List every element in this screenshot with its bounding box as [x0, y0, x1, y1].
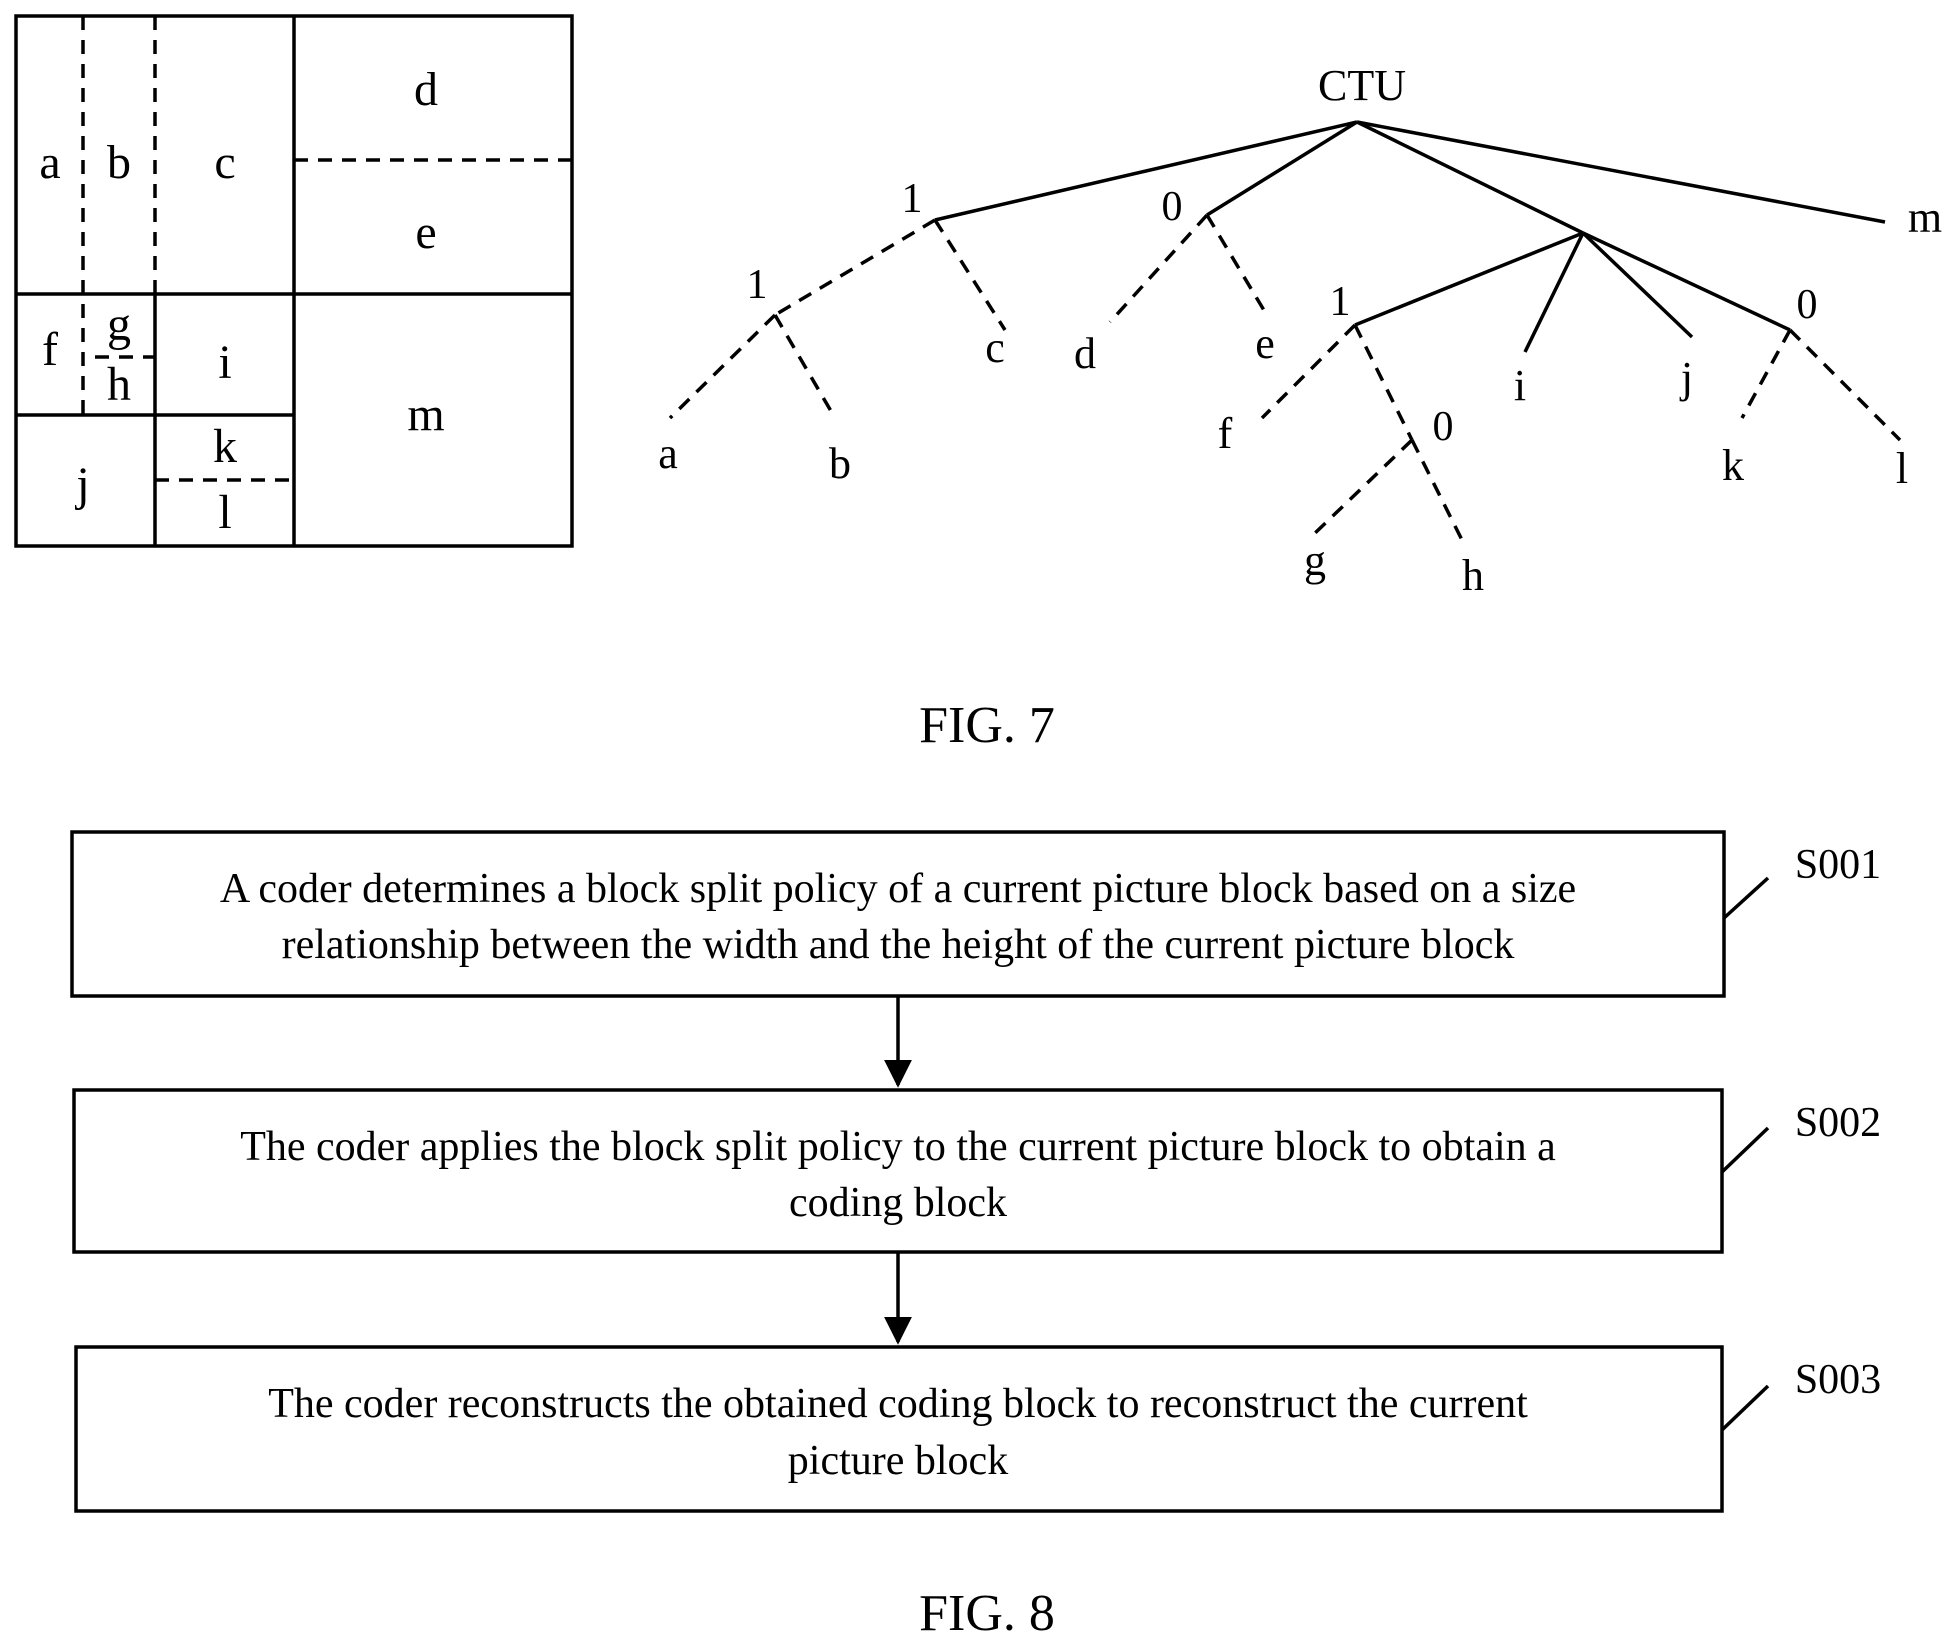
- split-flag-n5: 1: [1330, 279, 1351, 325]
- tree-edge-root-n2: [1207, 122, 1357, 215]
- tree-leaf-i: i: [1514, 361, 1526, 410]
- block-label-e: e: [415, 206, 436, 259]
- tree-edge-n3-n5: [1355, 233, 1583, 325]
- tree-leaf-k: k: [1722, 441, 1744, 490]
- tree-edge-n1-n4: [775, 220, 935, 315]
- block-label-c: c: [214, 136, 235, 189]
- block-label-f: f: [42, 323, 58, 376]
- tree-leaf-l: l: [1896, 444, 1908, 493]
- split-flag-n7: 0: [1433, 404, 1454, 450]
- step-s003-text-line1: The coder reconstructs the obtained codi…: [268, 1381, 1528, 1427]
- tree-leaf-j: j: [1679, 353, 1693, 402]
- tree-edge-n2-d: [1110, 215, 1207, 322]
- tree-edge-n3-n6: [1583, 233, 1790, 330]
- tree-edge-n7-h: [1412, 440, 1462, 540]
- step-s002-text-line2: coding block: [789, 1180, 1007, 1226]
- step-box-s003: [76, 1347, 1722, 1511]
- block-label-k: k: [213, 420, 237, 473]
- split-flag-n2: 0: [1162, 184, 1183, 230]
- tree-edge-n3-j: [1583, 233, 1692, 337]
- step-id-s002: S002: [1795, 1100, 1881, 1146]
- tree-edge-n1-c: [935, 220, 1005, 330]
- block-label-b: b: [107, 136, 131, 189]
- tree-edge-n2-e: [1207, 215, 1265, 312]
- step-s001-text-line1: A coder determines a block split policy …: [220, 866, 1576, 912]
- block-label-l: l: [218, 486, 231, 539]
- split-flag-n1: 1: [902, 176, 923, 222]
- block-label-m: m: [407, 388, 444, 441]
- tree-root-ctu: CTU: [1318, 61, 1406, 110]
- tree-leaf-e: e: [1255, 319, 1275, 368]
- tree-leaf-d: d: [1074, 329, 1096, 378]
- step-s003-leader-line: [1722, 1386, 1768, 1430]
- block-label-d: d: [414, 63, 438, 116]
- tree-leaf-m: m: [1908, 193, 1942, 242]
- tree-leaf-f: f: [1218, 409, 1233, 458]
- block-label-i: i: [218, 336, 231, 389]
- tree-edge-n5-n7: [1355, 325, 1412, 440]
- tree-edge-n6-k: [1742, 330, 1790, 418]
- tree-edge-root-n3: [1357, 122, 1583, 233]
- tree-leaf-h: h: [1462, 551, 1484, 600]
- partition-tree: CTU 1 0 1 1 0 0: [658, 61, 1942, 600]
- fig7-caption: FIG. 7: [919, 697, 1055, 754]
- block-label-g: g: [107, 298, 131, 351]
- tree-leaf-a: a: [658, 429, 678, 478]
- tree-edge-n4-a: [670, 315, 775, 418]
- tree-edge-root-n1: [935, 122, 1357, 220]
- step-box-s001: [72, 832, 1724, 996]
- step-id-s001: S001: [1795, 842, 1881, 888]
- flowchart: A coder determines a block split policy …: [72, 832, 1881, 1511]
- tree-edge-root-m: [1357, 122, 1885, 222]
- tree-edge-n6-l: [1790, 330, 1900, 440]
- block-label-h: h: [107, 358, 131, 411]
- step-s002-leader-line: [1722, 1128, 1768, 1172]
- step-s002-text-line1: The coder applies the block split policy…: [240, 1124, 1556, 1170]
- block-label-j: j: [74, 458, 89, 511]
- block-label-a: a: [39, 136, 60, 189]
- split-flag-n6: 0: [1797, 282, 1818, 328]
- step-s003-text-line2: picture block: [788, 1438, 1008, 1484]
- tree-edge-n4-b: [775, 315, 835, 418]
- step-box-s002: [74, 1090, 1722, 1252]
- tree-edge-n3-i: [1525, 233, 1583, 352]
- step-s001-text-line2: relationship between the width and the h…: [282, 922, 1515, 968]
- tree-leaf-g: g: [1304, 536, 1326, 585]
- fig8-caption: FIG. 8: [919, 1585, 1055, 1642]
- split-flag-n4: 1: [747, 262, 768, 308]
- tree-leaf-c: c: [985, 323, 1005, 372]
- step-s001-leader-line: [1724, 878, 1768, 918]
- step-id-s003: S003: [1795, 1357, 1881, 1403]
- tree-edge-n7-g: [1313, 440, 1412, 535]
- tree-leaf-b: b: [829, 439, 851, 488]
- block-partition-grid: a b c d e f g h i j k l m: [16, 16, 572, 546]
- tree-edge-n5-f: [1262, 325, 1355, 418]
